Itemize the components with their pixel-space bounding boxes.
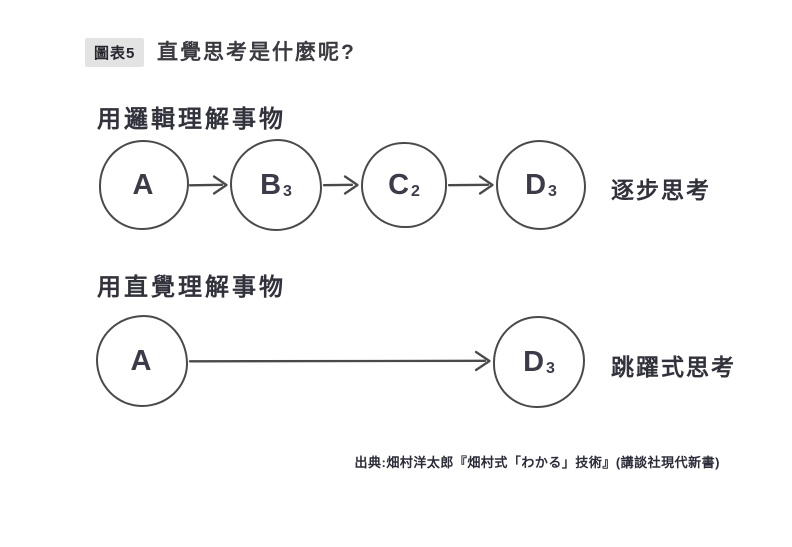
logic-row-label: 用邏輯理解事物 bbox=[97, 106, 286, 133]
arrowhead-c-to-d bbox=[478, 175, 494, 195]
arrow-a-to-d-long bbox=[188, 359, 487, 363]
arrow-a-to-b bbox=[188, 183, 224, 187]
node-letter: B bbox=[260, 168, 282, 201]
node-letter: A bbox=[132, 168, 154, 201]
intuition-row-label: 用直覺理解事物 bbox=[97, 274, 286, 301]
node-subscript: 2 bbox=[411, 183, 420, 200]
leap-thinking-label: 跳躍式思考 bbox=[611, 354, 736, 380]
arrowhead-a-to-d-long bbox=[474, 350, 491, 372]
node-letter: D bbox=[523, 345, 545, 378]
node-row2-a: A bbox=[96, 315, 188, 407]
source-citation: 出典:畑村洋太郎『畑村式「わかる」技術』(講談社現代新書) bbox=[354, 455, 720, 470]
node-subscript: 3 bbox=[546, 360, 555, 377]
arrowhead-a-to-b bbox=[212, 175, 228, 195]
figure-number-badge: 圖表5 bbox=[85, 38, 145, 67]
node-subscript: 3 bbox=[283, 183, 292, 200]
node-row1-a: A bbox=[99, 140, 189, 230]
node-letter: C bbox=[388, 168, 410, 201]
node-letter: D bbox=[525, 168, 547, 201]
figure-title: 直覺思考是什麼呢? bbox=[157, 41, 356, 64]
arrowhead-b-to-c bbox=[343, 175, 359, 195]
stepwise-thinking-label: 逐步思考 bbox=[611, 177, 711, 203]
node-subscript: 3 bbox=[548, 183, 557, 200]
node-letter: A bbox=[130, 344, 152, 377]
